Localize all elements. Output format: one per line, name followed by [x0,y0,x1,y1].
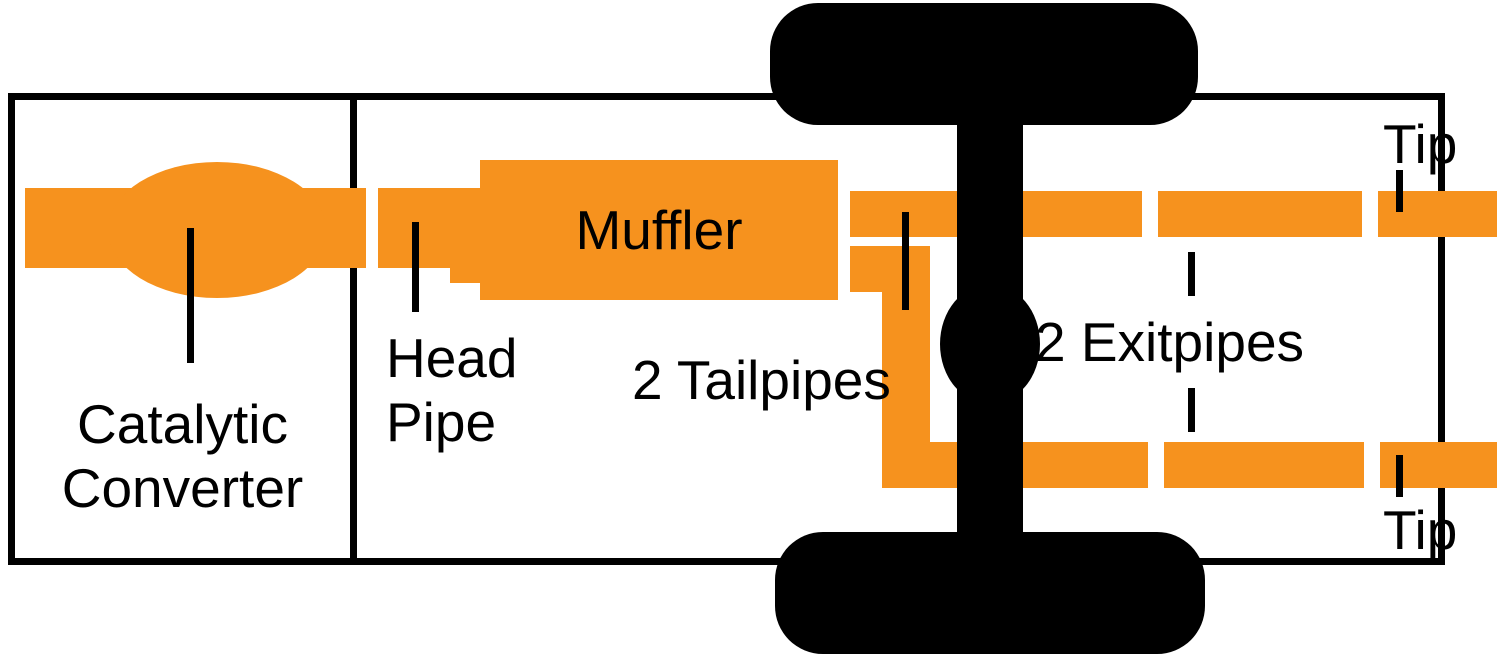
muffler-inlet-collar [450,188,482,283]
exitpipes-pointer-line-upper [1188,252,1195,296]
vehicle-body-outline [8,93,1445,565]
label-catalytic-converter: Catalytic Converter [61,393,304,519]
label-muffler: Muffler [575,199,743,261]
wheel-top [770,3,1198,125]
tip-bottom-pointer-line [1396,455,1403,497]
wheel-bottom [775,532,1205,654]
tailpipes-pointer-line [902,212,909,310]
label-tip-top: Tip [1383,113,1458,175]
catalytic-converter-pointer-line [187,228,194,363]
muffler-body: Muffler [480,160,838,300]
exitpipe-top [1158,191,1362,237]
head-pipe-pointer-line [412,222,419,312]
differential [940,284,1040,404]
label-2-exitpipes: 2 Exitpipes [1035,311,1305,373]
catalytic-converter-body [108,162,326,298]
label-2-tailpipes: 2 Tailpipes [632,349,891,411]
label-tip-bottom: Tip [1383,499,1458,561]
label-head-pipe: Head Pipe [386,327,518,453]
tip-top-pointer-line [1396,170,1403,212]
exitpipes-pointer-line-lower [1188,388,1195,432]
exitpipe-bottom [1164,442,1364,488]
cab-divider-line [350,93,357,565]
